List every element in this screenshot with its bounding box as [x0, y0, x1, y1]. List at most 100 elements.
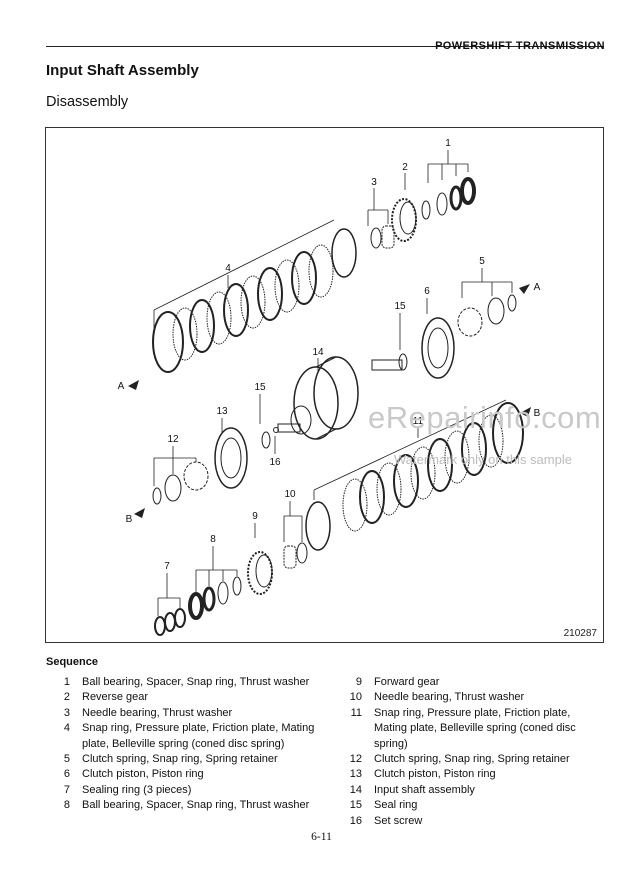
callout-12: 12	[167, 434, 179, 445]
part-11-clutch-pack	[342, 402, 524, 532]
sequence-item-text: Forward gear	[374, 676, 440, 688]
diagram-drawing: 1 2 3 4 5 6 7 8 9 10 11 12 13 14 15 15 1…	[118, 138, 541, 636]
part-12-retainer	[164, 474, 182, 502]
sequence-item-number: 16	[349, 814, 362, 827]
sequence-item: 13 Clutch piston, Piston ring	[338, 767, 606, 782]
sequence-item-text: Set screw	[374, 814, 423, 827]
part-13-piston-inner	[220, 437, 242, 479]
sequence-item-text: Clutch spring, Snap ring, Spring retaine…	[374, 753, 570, 766]
part-1-ring	[421, 200, 431, 220]
sequence-item: 10 Needle bearing, Thrust washer	[338, 690, 606, 705]
sequence-item: 4 Snap ring, Pressure plate, Friction pla…	[46, 721, 341, 752]
watermark-brand: eRepairinfo.com	[368, 400, 602, 435]
sequence-item-text: Seal ring	[374, 799, 418, 812]
sequence-item-text: Snap ring, Pressure plate, Friction plat…	[82, 722, 315, 750]
sequence-item-text: Ball bearing, Spacer, Snap ring, Thrust …	[82, 799, 310, 812]
callout-4: 4	[225, 263, 231, 274]
sequence-item-number: 5	[63, 753, 70, 766]
part-8-ring	[217, 581, 229, 605]
part-16-set-screw	[273, 427, 279, 433]
sequence-item-text: Clutch spring, Snap ring, Spring retaine…	[82, 753, 278, 766]
part-12-spring	[183, 461, 209, 491]
part-4-clutch-pack	[152, 244, 334, 373]
part-13-piston	[214, 427, 248, 489]
sequence-title: Sequence	[46, 656, 98, 668]
sequence-item-number: 8	[63, 799, 70, 812]
arrow-a-icon	[128, 380, 139, 390]
part-7-sealing-ring	[154, 616, 166, 636]
callout-15: 15	[394, 301, 406, 312]
part-8-bearing	[188, 592, 204, 620]
sequence-item: 11 Snap ring, Pressure plate, Friction pl…	[338, 706, 606, 752]
sequence-item-number: 9	[355, 676, 362, 688]
callout-13: 13	[216, 406, 228, 417]
part-15-seal-ring	[261, 431, 271, 449]
snap-ring	[305, 501, 331, 551]
part-14-input-shaft	[277, 356, 403, 440]
callout-3: 3	[371, 177, 377, 188]
sequence-item-number: 3	[63, 706, 70, 719]
callout-1: 1	[445, 138, 451, 149]
part-8-ring	[202, 586, 216, 612]
callout-11: 11	[413, 416, 424, 427]
part-10-bearing	[283, 545, 297, 569]
callout-14: 14	[312, 347, 324, 358]
part-6-piston-inner	[427, 327, 449, 369]
sequence-item-number: 12	[349, 753, 362, 766]
figure-id: 210287	[563, 628, 597, 639]
sequence-item: 12 Clutch spring, Snap ring, Spring retai…	[338, 752, 606, 767]
part-7-sealing-ring	[174, 608, 186, 628]
arrow-a-icon	[519, 284, 530, 294]
sequence-item-text: Clutch piston, Piston ring	[374, 768, 496, 781]
sequence-item: 8 Ball bearing, Spacer, Snap ring, Thrust…	[46, 798, 341, 813]
sequence-item: 16 Set screw	[338, 814, 606, 829]
sequence-item-number: 10	[349, 691, 362, 704]
sequence-item: 9 Forward gear	[338, 675, 606, 690]
part-9-gear-hub	[255, 554, 273, 588]
sequence-item-number: 7	[63, 783, 70, 796]
callout-15b: 15	[254, 382, 266, 393]
sequence-item-text: Snap ring, Pressure plate, Friction plat…	[374, 706, 576, 750]
watermark-note: Watermark only on this sample	[394, 452, 572, 467]
sequence-item-number: 14	[349, 783, 362, 796]
page-title: Input Shaft Assembly	[46, 62, 199, 79]
sequence-item-text: Needle bearing, Thrust washer	[374, 691, 525, 704]
sequence-item-number: 2	[63, 691, 70, 704]
page-subtitle: Disassembly	[46, 94, 129, 110]
direction-arrows	[128, 284, 531, 518]
exploded-diagram: 1 2 3 4 5 6 7 8 9 10 11 12 13 14 15 15 1…	[45, 127, 604, 643]
sequence-item-number: 6	[63, 768, 70, 781]
part-12-ring	[152, 487, 162, 505]
part-5-ring	[507, 294, 517, 312]
part-7-sealing-ring	[164, 612, 176, 632]
callout-2: 2	[402, 162, 408, 173]
callout-5: 5	[479, 256, 485, 267]
header-rule	[46, 46, 604, 47]
sequence-item-number: 15	[349, 799, 362, 812]
part-1-bearing	[460, 177, 476, 205]
arrow-b-icon	[134, 508, 145, 518]
sequence-item-number: 13	[349, 768, 362, 781]
sequence-item-number: 4	[63, 722, 70, 735]
callout-a-left: A	[118, 381, 125, 392]
callout-b-left: B	[126, 514, 133, 525]
sequence-item-text: Ball bearing, Spacer, Snap ring, Thrust …	[82, 676, 310, 688]
callout-b-right: B	[534, 408, 541, 419]
section-title: POWERSHIFT TRANSMISSION	[435, 40, 605, 52]
callout-8: 8	[210, 534, 216, 545]
page-number: 6-11	[311, 831, 332, 843]
part-10-washer	[296, 542, 308, 564]
sequence-item: 5 Clutch spring, Snap ring, Spring retain…	[46, 752, 341, 767]
part-5-retainer	[487, 297, 505, 325]
part-3-washer	[370, 227, 382, 249]
sequence-item-text: Sealing ring (3 pieces)	[82, 783, 192, 796]
part-15-seal-ring	[398, 353, 408, 371]
leader-lines	[153, 150, 513, 616]
part-5-spring	[457, 307, 483, 337]
sequence-item-number: 11	[350, 706, 362, 719]
